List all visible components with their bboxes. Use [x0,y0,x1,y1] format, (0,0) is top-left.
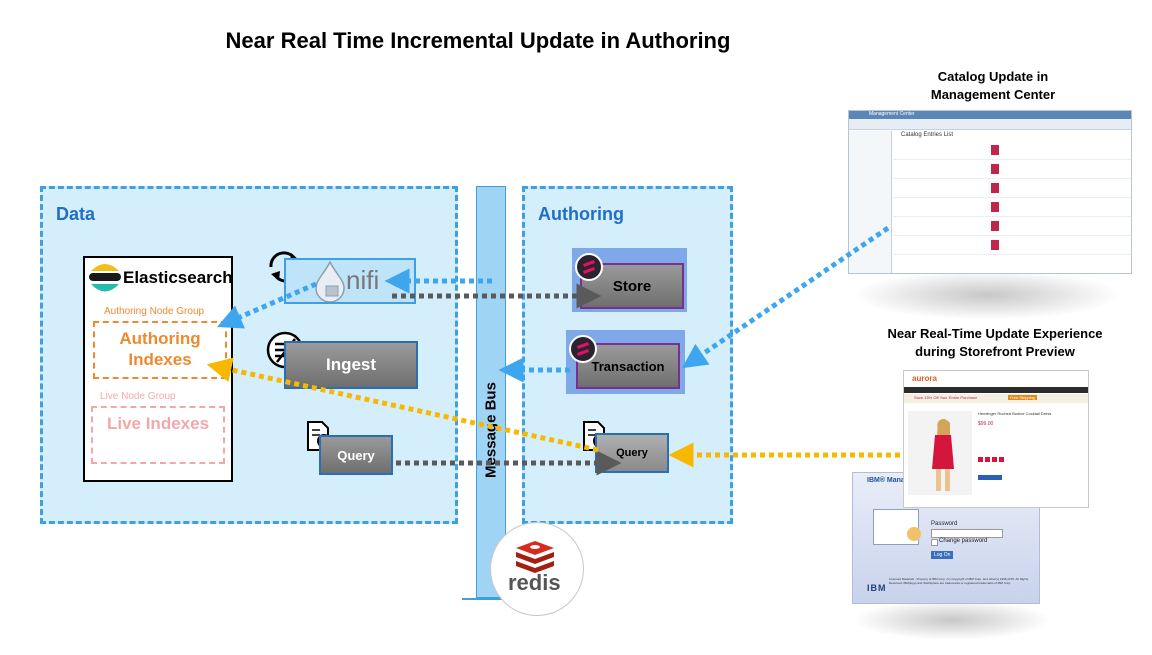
message-bus-bottom-line [462,598,518,600]
store-product-name: Hemlinger Ruched Bodice Cocktail Dress [978,411,1052,416]
store-add-button[interactable] [978,475,1002,480]
mc-toolbar [849,119,1131,130]
store-promo2: Free Shipping [1008,395,1037,400]
mc-grid [893,141,1131,273]
query-authoring-box: Query [595,433,669,473]
store-promo1: Save 15% Off Your Entire Purchase [914,395,978,400]
query-data-box: Query [319,435,393,475]
nifi-drop-icon [314,260,346,307]
authoring-indexes-line1: Authoring [119,329,201,348]
store-product-price: $99.00 [978,421,994,427]
page-title: Near Real Time Incremental Update in Aut… [225,28,731,53]
login-header: IBM® Manag [867,477,910,484]
login-user-icon [907,527,921,541]
nifi-label: nifi [346,265,380,295]
mc-header: Management Center [869,111,915,117]
mc-tree [849,131,892,273]
mc-list-title: Catalog Entries List [901,132,954,138]
login-legal: Licensed Materials - Property of IBM Cor… [889,577,1029,585]
authoring-indexes-line2: Indexes [128,350,192,369]
elasticsearch-label: Elasticsearch [123,268,233,287]
authoring-indexes-box [93,321,227,379]
login-button[interactable]: Log On [931,551,954,559]
authoring-node-group-label: Authoring Node Group [104,306,205,317]
store-promo-bar [904,394,1088,403]
store-screenshot: aurora Save 15% Off Your Entire Purchase… [903,370,1089,508]
login-change-label: Change password [939,538,988,544]
login-change-checkbox[interactable] [931,539,938,546]
query-data-label: Query [337,447,375,463]
ibm-logo: IBM [867,583,887,593]
login-password-label: Password [931,521,958,527]
redis-icon [514,539,556,578]
login-password-input[interactable] [931,529,1003,538]
store-product-model-icon [926,417,960,498]
store-nav [904,387,1088,393]
preview-caption-line1: Near Real-Time Update Experience [887,326,1103,341]
elasticsearch-logo-icon [87,259,123,302]
ingest-box: Ingest [284,341,418,389]
catalog-caption-line2: Management Center [930,87,1056,102]
mc-screenshot: Management Center Catalog Entries List [848,110,1132,274]
mc-product-thumbs [991,145,999,255]
login-shadow [852,600,1052,640]
store-swatches [978,457,1004,462]
preview-caption-line2: during Storefront Preview [915,344,1075,359]
mc-titlebar [849,111,1131,119]
store-label: Store [612,277,652,295]
query-authoring-label: Query [616,447,648,459]
live-indexes-label: Live Indexes [106,414,210,433]
catalog-caption-line1: Catalog Update in [937,69,1049,84]
transaction-logo-icon [568,334,598,369]
transaction-label: Transaction [591,358,665,374]
mc-shadow [852,270,1122,320]
data-zone-label: Data [56,204,96,224]
store-brand: aurora [912,374,937,383]
ingest-label: Ingest [325,355,377,374]
store-logo-icon [574,252,604,287]
redis-label: redis [508,570,561,595]
authoring-zone-label: Authoring [538,204,624,224]
live-node-group-label: Live Node Group [100,391,176,402]
message-bus-label: Message Bus [482,382,500,478]
